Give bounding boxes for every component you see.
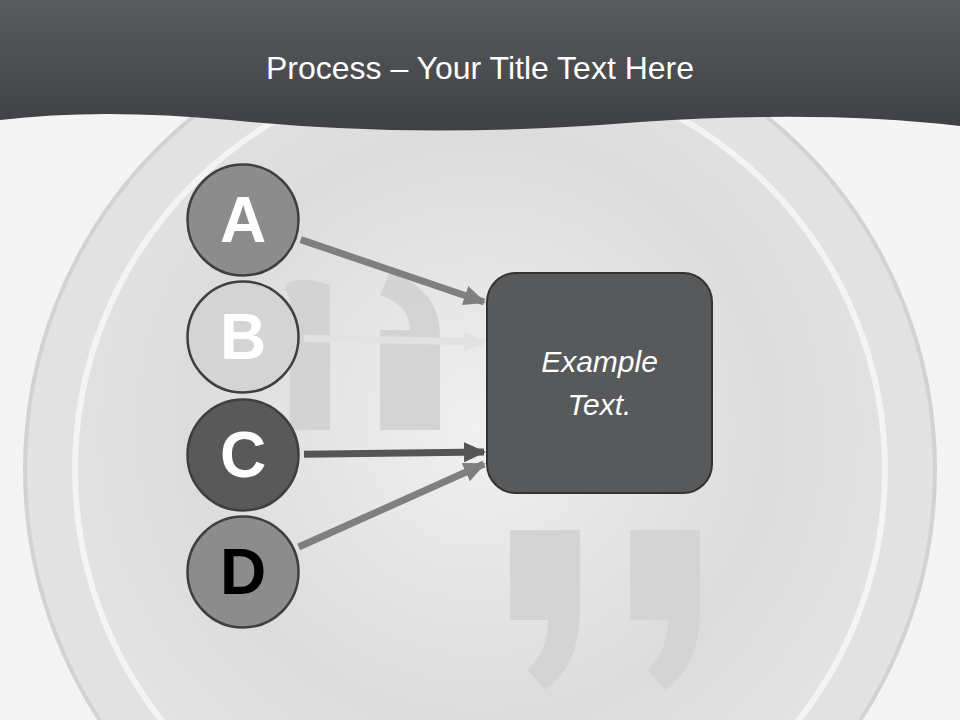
step-letter: D [220, 540, 266, 604]
flow-arrow [299, 464, 484, 547]
step-letter: C [220, 423, 266, 487]
quote-mark [630, 530, 700, 690]
process-box: Example Text. [486, 272, 713, 494]
letter-circle: B [186, 280, 300, 394]
circle-shape [188, 165, 299, 276]
title-bar [0, 0, 960, 131]
slide-title: Process – Your Title Text Here [0, 50, 960, 87]
box-text: Example Text. [508, 340, 691, 427]
letter-circle: C [186, 398, 300, 512]
flow-arrow [304, 338, 484, 342]
quote-mark [380, 272, 440, 430]
letter-circle: A [186, 163, 300, 277]
quote-marks-bottom [510, 530, 700, 690]
letter-circle: D [186, 515, 300, 629]
quote-mark [510, 530, 580, 690]
circle-shape [188, 517, 299, 628]
step-letter: B [220, 305, 266, 369]
flow-arrow [304, 452, 484, 454]
circle-shape [188, 282, 299, 393]
coin-face [75, 65, 885, 720]
circle-shape [188, 400, 299, 511]
step-letter: A [220, 188, 266, 252]
flow-arrow [301, 240, 484, 302]
quote-marks-top [285, 272, 440, 430]
